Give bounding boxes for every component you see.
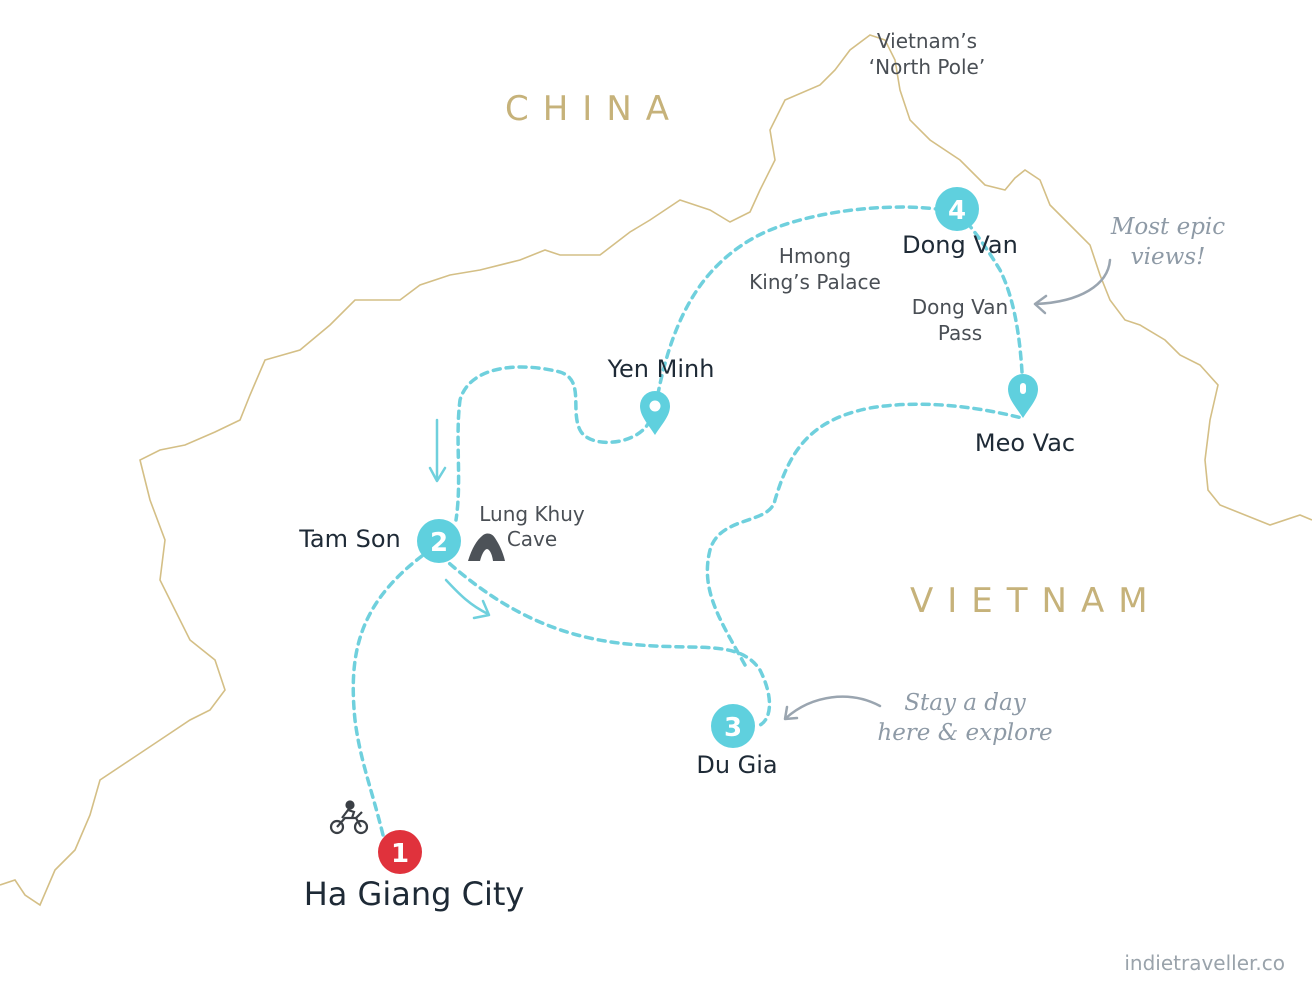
poi-dong-van-pass-line1: Dong Van — [912, 295, 1008, 319]
annotation-epic-views-line2: views! — [1131, 244, 1206, 270]
stop-marker-3: 3 — [711, 704, 755, 748]
cave-icon — [468, 533, 505, 561]
route-segment-dongvan-yenminh — [653, 205, 957, 412]
stop-marker-4: 4 — [935, 187, 979, 231]
map-pin-icon-meo-vac — [1008, 374, 1038, 418]
route-segment-hagiang-tamson — [351, 548, 432, 837]
map-pin-icon-yen-minh — [640, 391, 670, 435]
stay-a-day-arrow-icon — [783, 695, 882, 721]
north-pole-label-line2: ‘North Pole’ — [869, 55, 985, 79]
poi-hmong-palace-line1: Hmong — [779, 244, 851, 268]
direction-arrow-diagonal-icon — [444, 578, 491, 620]
annotation-epic-views-line1: Most epic — [1110, 214, 1225, 240]
epic-views-arrow-icon — [1033, 258, 1112, 315]
country-label-vietnam: VIETNAM — [910, 581, 1162, 621]
waypoint-label-meo-vac: Meo Vac — [975, 429, 1075, 457]
stop-number-2: 2 — [430, 528, 448, 558]
stop-number-1: 1 — [391, 839, 409, 869]
motorbike-icon — [329, 800, 369, 835]
stop-label-tam-son: Tam Son — [298, 525, 401, 553]
stop-marker-1: 1 — [378, 830, 422, 874]
stop-label-du-gia: Du Gia — [696, 751, 777, 779]
route-segment-tamson-dugia — [438, 553, 772, 727]
north-pole-label-line1: Vietnam’s — [877, 29, 977, 53]
stop-number-4: 4 — [948, 196, 966, 226]
poi-lung-khuy-cave-line1: Lung Khuy — [479, 502, 585, 526]
poi-dong-van-pass-line2: Pass — [938, 321, 982, 345]
poi-hmong-palace-line2: King’s Palace — [749, 270, 881, 294]
annotation-stay-a-day-line1: Stay a day — [904, 690, 1026, 716]
china-vietnam-border — [0, 34, 1312, 907]
stop-label-ha-giang-city: Ha Giang City — [304, 875, 525, 913]
stop-marker-2: 2 — [417, 519, 461, 563]
stop-number-3: 3 — [724, 713, 742, 743]
waypoint-label-yen-minh: Yen Minh — [607, 355, 715, 383]
poi-lung-khuy-cave-line2: Cave — [507, 527, 557, 551]
route-segment-meovac-dongvan — [956, 210, 1024, 374]
annotation-stay-a-day-line2: here & explore — [877, 720, 1052, 746]
stop-label-dong-van: Dong Van — [902, 231, 1018, 259]
direction-arrow-down-icon — [428, 418, 447, 483]
country-label-china: CHINA — [505, 89, 683, 129]
route-segment-yenminh-tamson — [454, 365, 652, 522]
credit-watermark: indietraveller.co — [1124, 951, 1285, 975]
route-segment-dugia-meovac — [705, 402, 1024, 667]
